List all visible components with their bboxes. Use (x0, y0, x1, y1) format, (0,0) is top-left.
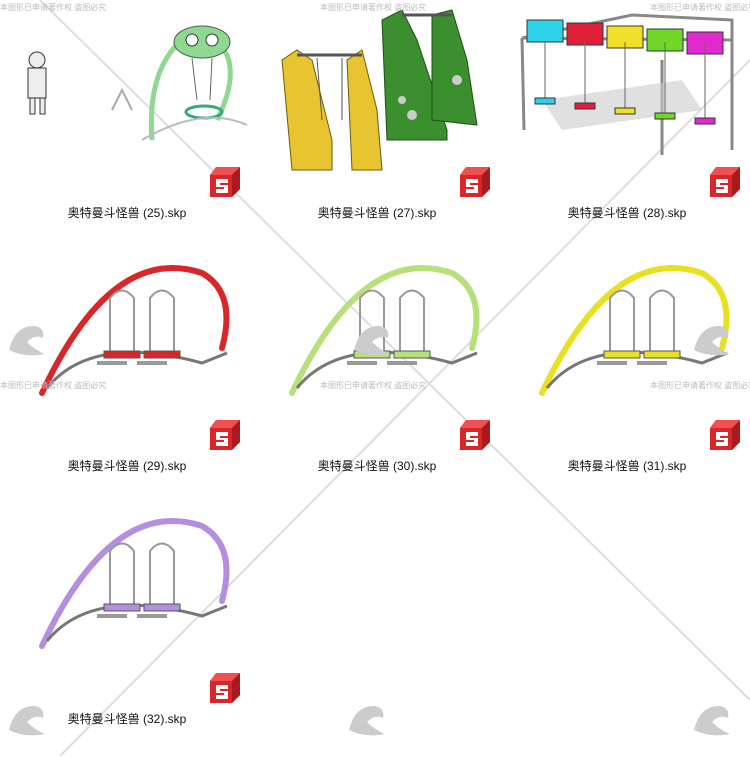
file-name: 奥特曼斗怪兽 (30).skp (317, 459, 437, 473)
sketchup-file-icon (206, 163, 244, 201)
file-name: 奥特曼斗怪兽 (25).skp (67, 206, 187, 220)
file-name: 奥特曼斗怪兽 (32).skp (67, 712, 187, 726)
file-thumbnail (520, 13, 734, 155)
sketchup-file-icon (706, 416, 744, 454)
file-name: 奥特曼斗怪兽 (29).skp (67, 459, 187, 473)
watermark-logo (690, 320, 734, 360)
file-item[interactable]: 奥特曼斗怪兽 (32).skp (2, 506, 252, 758)
file-item[interactable]: 奥特曼斗怪兽 (30).skp (252, 253, 502, 505)
watermark-text: 本图形已申请著作权 盗图必究 (0, 381, 107, 390)
sketchup-file-icon (456, 416, 494, 454)
file-item[interactable]: 奥特曼斗怪兽 (28).skp (502, 0, 750, 252)
watermark-text: 本图形已申请著作权 盗图必究 (650, 381, 750, 390)
file-item[interactable]: 奥特曼斗怪兽 (29).skp (2, 253, 252, 505)
file-item[interactable]: 奥特曼斗怪兽 (31).skp (502, 253, 750, 505)
sketchup-file-icon (206, 669, 244, 707)
watermark-text: 本图形已申请著作权 盗图必究 (650, 3, 750, 12)
watermark-logo (350, 320, 394, 360)
watermark-text: 本图形已申请著作权 盗图必究 (320, 381, 427, 390)
file-thumbnail (27, 25, 248, 141)
sketchup-file-icon (456, 163, 494, 201)
watermark-logo (345, 700, 389, 740)
file-thumbnail (39, 518, 230, 649)
file-thumbnail (39, 265, 230, 396)
sketchup-file-icon (206, 416, 244, 454)
file-name: 奥特曼斗怪兽 (27).skp (317, 206, 437, 220)
sketchup-file-icon (706, 163, 744, 201)
file-thumbnail (281, 9, 478, 171)
watermark-logo (5, 320, 49, 360)
file-name: 奥特曼斗怪兽 (28).skp (567, 206, 687, 220)
watermark-logo (690, 700, 734, 740)
watermark-text: 本图形已申请著作权 盗图必究 (0, 3, 107, 12)
file-name: 奥特曼斗怪兽 (31).skp (567, 459, 687, 473)
file-item[interactable]: 奥特曼斗怪兽 (27).skp (252, 0, 502, 252)
watermark-text: 本图形已申请著作权 盗图必究 (320, 3, 427, 12)
file-thumbnail (539, 265, 730, 396)
watermark-logo (5, 700, 49, 740)
file-item[interactable]: 奥特曼斗怪兽 (25).skp (2, 0, 252, 252)
